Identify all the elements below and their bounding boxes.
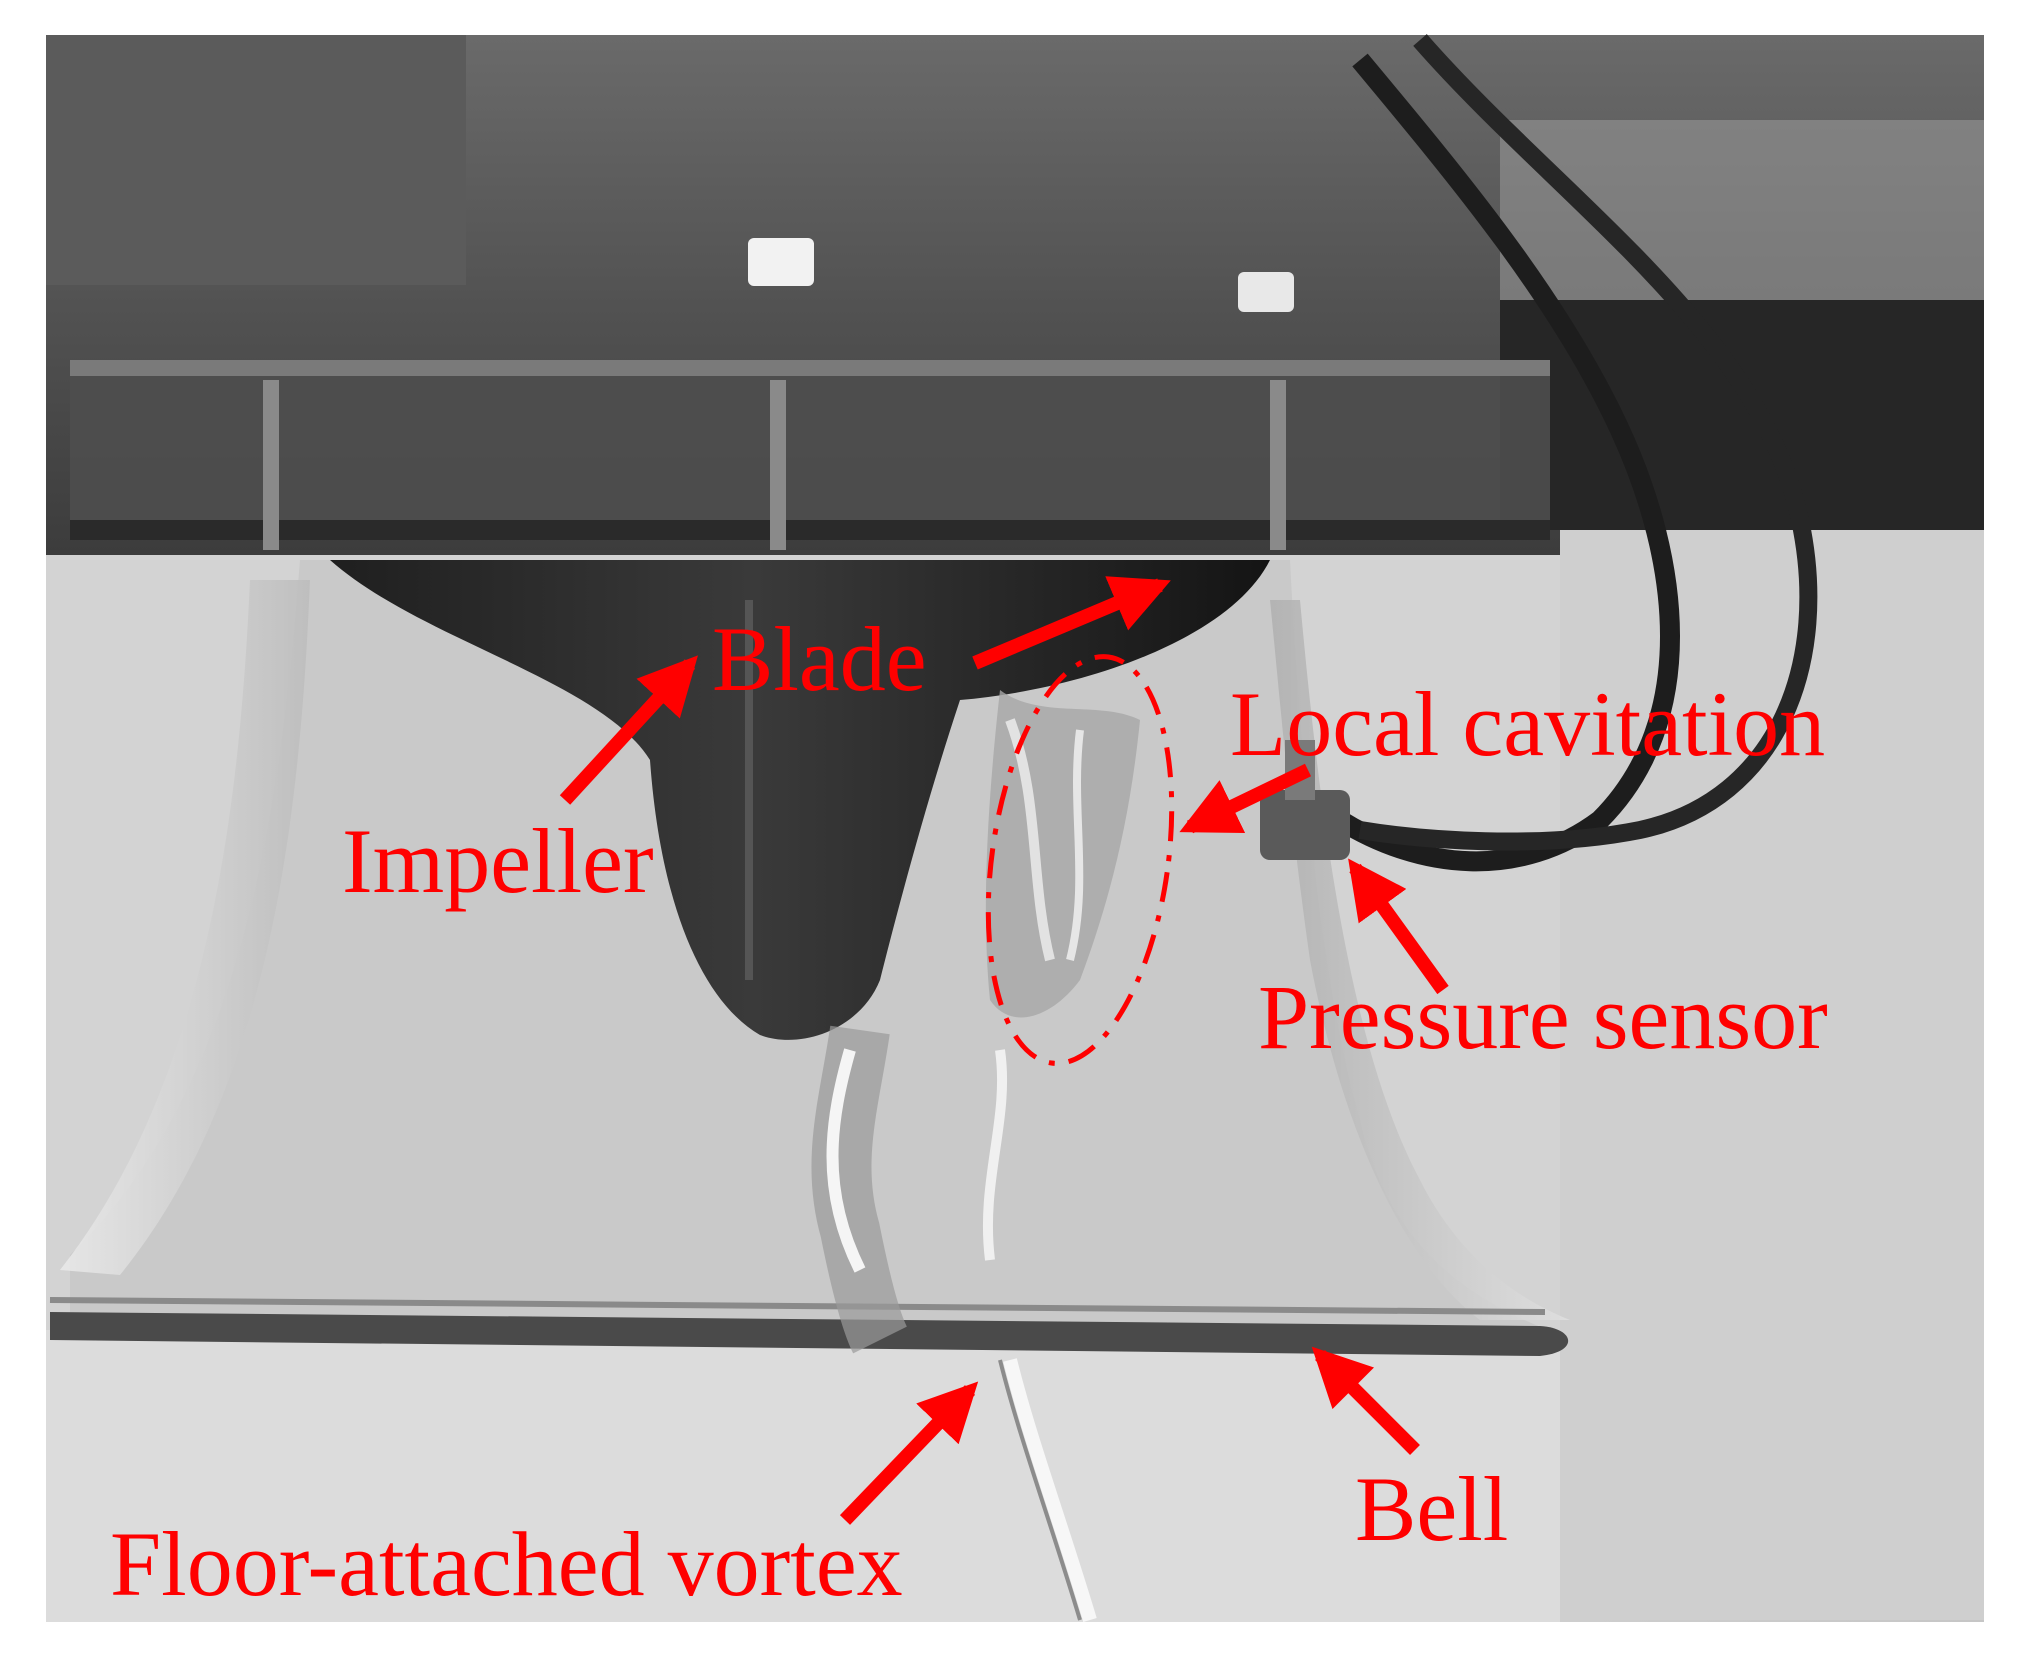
sensor-cable <box>1334 53 1680 872</box>
local-cavitation-arrow <box>1179 763 1312 834</box>
impeller-arrow <box>559 655 698 805</box>
label-bell: Bell <box>1355 1458 1508 1560</box>
bolt-head <box>748 238 814 286</box>
bell-lip <box>50 1312 1569 1356</box>
cavitation-highlight-ellipse <box>985 654 1175 1066</box>
label-impeller: Impeller <box>342 810 654 912</box>
flange-plate <box>70 360 1550 540</box>
blade-arrow <box>972 576 1171 670</box>
vortex-core <box>811 1025 908 1354</box>
label-local-cavitation: Local cavitation <box>1230 673 1825 775</box>
bolt-head <box>1238 272 1294 312</box>
floor-vortex-arrow <box>839 1381 979 1525</box>
bell-arrow <box>1311 1346 1420 1455</box>
sensor-cable <box>1358 34 1818 851</box>
pressure-sensor-body <box>1260 790 1350 860</box>
impeller-hub <box>330 560 1270 1040</box>
pressure-sensor-arrow <box>1348 858 1449 995</box>
floor-vortex-tail <box>1003 1358 1097 1623</box>
label-floor-attached-vortex: Floor-attached vortex <box>110 1513 903 1615</box>
label-pressure-sensor: Pressure sensor <box>1258 966 1828 1068</box>
label-blade: Blade <box>712 608 927 710</box>
